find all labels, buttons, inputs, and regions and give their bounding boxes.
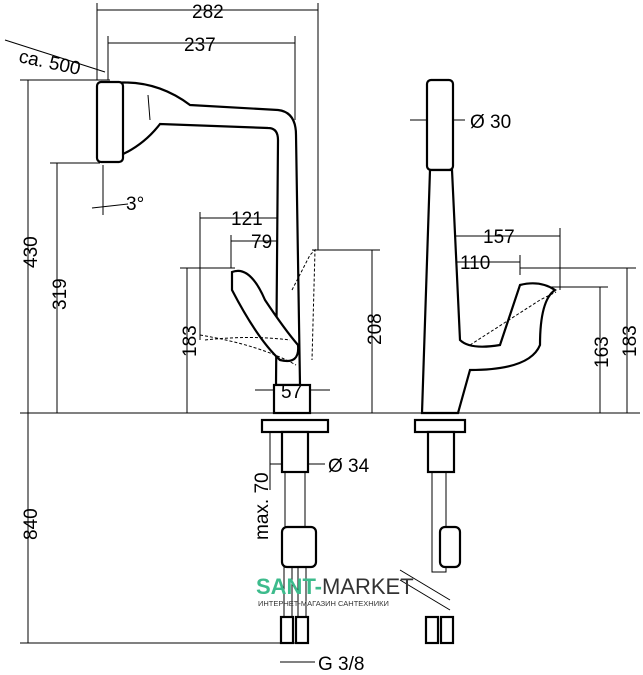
dim-lever-reach: 121 [231,209,263,230]
dim-lever-height-open: 183 [620,325,641,357]
dim-lever-height: 183 [180,325,201,357]
dim-lever-reach-closed: 110 [460,253,490,274]
dim-lever-height-closed: 163 [592,336,613,368]
dim-lever-reach-open: 157 [483,227,515,248]
svg-text:SANT-MARKET: SANT-MARKET [256,574,414,599]
svg-text:ИНТЕРНЕТ-МАГАЗИН САНТЕХНИКИ: ИНТЕРНЕТ-МАГАЗИН САНТЕХНИКИ [258,599,389,608]
dim-total-height: 430 [21,236,42,268]
dim-spout-angle: 3° [126,194,144,215]
watermark-logo: SANT-MARKET ИНТЕРНЕТ-МАГАЗИН САНТЕХНИКИ [256,574,414,608]
dim-hose-length: 840 [21,508,42,540]
dim-spout-reach: 237 [184,35,216,56]
dim-spout-height: 319 [50,278,71,310]
dim-max-counter-thickness: max. 70 [252,472,273,540]
dim-lever-swing-height: 208 [365,313,386,345]
dim-lever-offset: 79 [251,232,272,253]
dim-total-reach: 282 [192,2,224,23]
side-faucet [399,78,557,645]
front-faucet [95,80,330,645]
dim-pullout: ca. 500 [17,46,82,79]
dim-base-diameter: 57 [281,382,302,403]
dim-shank-diameter: Ø 34 [328,456,370,477]
dim-spout-diameter: Ø 30 [470,112,511,133]
dim-connection-thread: G 3/8 [318,654,364,675]
